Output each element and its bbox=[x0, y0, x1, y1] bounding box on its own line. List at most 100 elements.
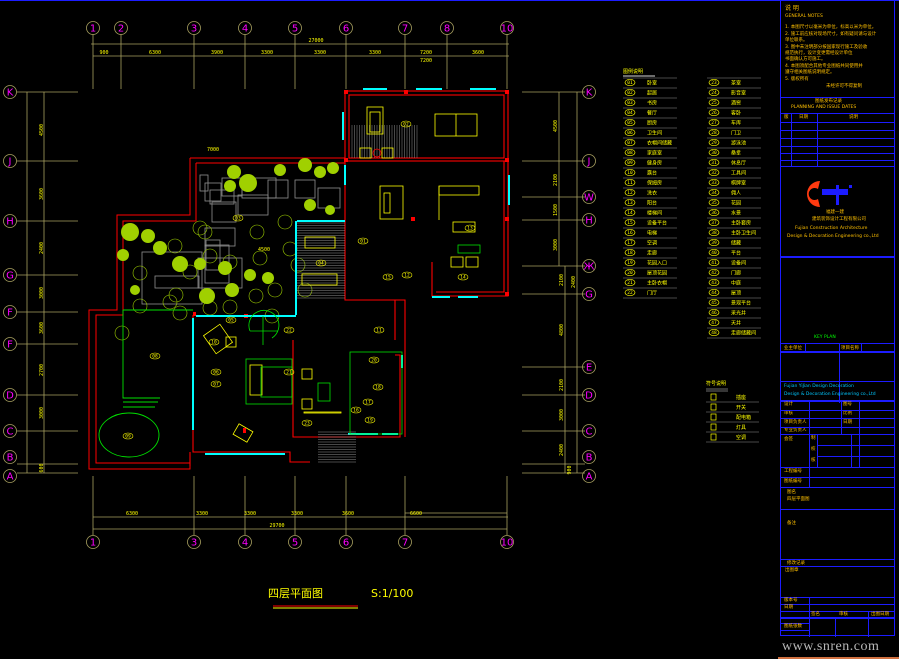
legend-code-bubble bbox=[708, 328, 720, 337]
room-tag-ellipse bbox=[232, 214, 244, 222]
legend-label: 书房 bbox=[647, 100, 657, 107]
legend-label: 平台 bbox=[731, 250, 741, 257]
grid-axis-bottom-1: 1 bbox=[86, 535, 100, 549]
grid-axis-right-D: D bbox=[582, 388, 596, 402]
grid-label: 5 bbox=[292, 24, 298, 35]
drawing-title: 四层平面图 bbox=[268, 587, 323, 600]
legend-code-bubble bbox=[624, 118, 636, 127]
room-tag: 04 bbox=[315, 259, 327, 267]
symbol-legend-row: 空调 bbox=[706, 433, 759, 443]
dimension-text: 7200 bbox=[420, 58, 432, 64]
legend-code: 42 bbox=[711, 270, 717, 276]
dimension-text: 29700 bbox=[269, 523, 284, 529]
legend-label: 桑拿 bbox=[731, 150, 741, 157]
legend-label: 阳台 bbox=[647, 200, 657, 207]
shrub bbox=[325, 205, 335, 215]
legend-code-bubble bbox=[708, 268, 720, 277]
divider bbox=[859, 400, 860, 434]
sheet-value: 四层平面图 bbox=[787, 497, 810, 502]
tree-canopy bbox=[282, 241, 298, 257]
symbol-label: 开关 bbox=[736, 404, 746, 411]
grid-axis-bottom-6: 6 bbox=[339, 535, 353, 549]
issue-col-rev: 版 bbox=[784, 115, 789, 120]
room-tag: 20 bbox=[368, 356, 380, 364]
grid-bubble-circle bbox=[3, 214, 17, 228]
legend-code: 45 bbox=[711, 300, 717, 306]
dimension-text: 3900 bbox=[211, 50, 223, 56]
grid-axis-right-A: A bbox=[582, 469, 596, 483]
dimension-text: 3300 bbox=[369, 50, 381, 56]
general-note: 规范执行，设计变更需经设计单位 bbox=[785, 51, 853, 56]
legend-code: 38 bbox=[711, 230, 717, 236]
grid-label: H bbox=[6, 217, 14, 228]
footer-label: 日期 bbox=[784, 605, 793, 610]
dimension-text: 3000 bbox=[553, 239, 559, 251]
legend-code: 44 bbox=[711, 290, 717, 296]
title-block: 说 明 GENERAL NOTES 1. 本图尺寸以毫米为单位，标高以米为单位。… bbox=[780, 0, 895, 637]
shrub bbox=[121, 223, 139, 241]
divider bbox=[805, 343, 806, 351]
remark-label: 备注 bbox=[787, 521, 796, 526]
room-tag: 02 bbox=[400, 120, 412, 128]
legend-code-bubble bbox=[708, 318, 720, 327]
divider bbox=[868, 611, 869, 637]
notes-subheader: GENERAL NOTES bbox=[785, 14, 823, 19]
divider bbox=[781, 630, 809, 631]
shrub bbox=[172, 256, 188, 272]
legend-code: 35 bbox=[711, 200, 717, 206]
design-firm-line-2: Design & Decoration Engineering co.,Ltd bbox=[784, 392, 876, 397]
general-note: 未经许可不得复制 bbox=[826, 84, 862, 89]
grid-label: 5 bbox=[292, 538, 298, 549]
legend-code: 31 bbox=[711, 160, 717, 166]
divider bbox=[781, 418, 894, 419]
room-tag: 08 bbox=[149, 352, 161, 360]
legend-code-bubble bbox=[624, 198, 636, 207]
divider bbox=[781, 146, 894, 147]
legend-label: 茶室 bbox=[731, 80, 741, 87]
legend-code: 06 bbox=[627, 130, 633, 136]
legend-code-bubble bbox=[708, 118, 720, 127]
grid-bubble-circle bbox=[500, 535, 514, 549]
legend-label: 中庭 bbox=[731, 280, 741, 287]
grid-label: 6 bbox=[343, 24, 349, 35]
room-tag: 05 bbox=[225, 316, 237, 324]
dimension-text: 3300 bbox=[261, 50, 273, 56]
legend-code-bubble bbox=[708, 88, 720, 97]
grid-label: 10 bbox=[501, 24, 514, 35]
grid-bubble-circle bbox=[3, 268, 17, 282]
dimension-text: 7200 bbox=[420, 50, 432, 56]
footer-label: 审核 bbox=[839, 612, 848, 617]
divider bbox=[781, 427, 894, 428]
room-tag-ellipse bbox=[372, 383, 384, 391]
divider bbox=[817, 456, 894, 457]
legend-code: 05 bbox=[627, 120, 633, 126]
grid-bubble-circle bbox=[582, 85, 596, 99]
grid-axis-top-3: 3 bbox=[187, 21, 201, 35]
footer-label: 图纸张数 bbox=[784, 624, 802, 629]
legend-code: 04 bbox=[627, 110, 633, 116]
grid-axis-left-D: D bbox=[3, 388, 17, 402]
divider bbox=[781, 113, 894, 114]
legend-code-bubble bbox=[708, 208, 720, 217]
room-tag-ellipse bbox=[149, 352, 161, 360]
dimension-text: 27000 bbox=[308, 38, 323, 44]
grid-bubble-circle bbox=[582, 287, 596, 301]
window-bottom-accent bbox=[778, 657, 899, 659]
divider bbox=[851, 434, 852, 467]
legend-label: 起居 bbox=[647, 91, 657, 97]
symbol-icon bbox=[710, 413, 717, 421]
lawn-outline bbox=[98, 309, 193, 458]
grid-axis-left-J: J bbox=[3, 154, 17, 168]
dimension-text: 2400 bbox=[559, 444, 565, 456]
